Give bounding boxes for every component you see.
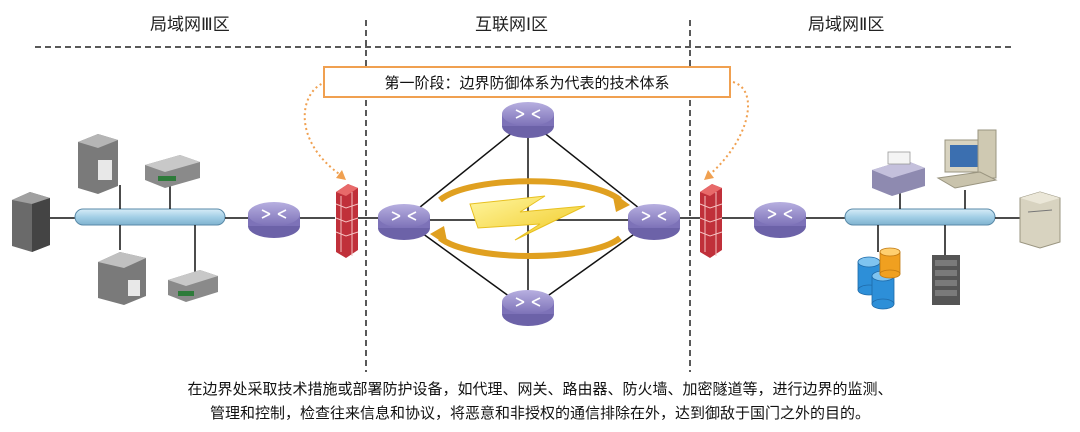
ring-arrow-head-left [430,226,448,246]
router-icon-bottom [501,289,555,327]
switch-icon-top [145,155,200,188]
traffic-ring-icon [438,178,622,259]
router-icon-right [627,203,681,241]
callout-arrow-left-head [336,170,346,180]
server-unit-icon [78,134,118,194]
router-icon-top [501,101,555,139]
rack-server-icon [932,255,960,305]
zone-label-right: 局域网Ⅱ区 [808,15,885,35]
switch-icon-bottom [168,270,218,302]
server-tower-icon [12,192,50,252]
zone-separators [35,20,1015,372]
zone-label-left: 局域网Ⅲ区 [150,15,230,35]
router-icon-right-lan [753,201,807,239]
database-icon [857,247,901,310]
lightning-icon [469,195,586,241]
callout-arrow-right-head [704,170,714,180]
router-icon-left [377,203,431,241]
ring-arrow-head-right [612,192,630,212]
left-lan [50,185,382,272]
callout-arrows [303,81,749,177]
callout-box: 第一阶段：边界防御体系为代表的技术体系 [323,66,731,98]
zone-label-center: 互联网Ⅰ区 [475,15,549,35]
firewall-icon-right [699,184,723,258]
caption-line-2: 管理和控制，检查往来信息和协议，将恶意和非授权的通信排除在外，达到御敌于国门之外… [209,404,870,422]
right-lan [722,190,1020,255]
fax-machine-icon [872,151,925,196]
desktop-computer-icon [936,129,998,189]
router-icon-left-lan [247,201,301,239]
firewall-icon-left [335,184,359,258]
server-icon-right [1019,191,1061,249]
caption-line-1: 在边界处采取技术措施或部署防护设备，如代理、网关、路由器、防火墙、加密隧道等，进… [187,380,893,398]
storage-unit-icon [98,252,146,305]
